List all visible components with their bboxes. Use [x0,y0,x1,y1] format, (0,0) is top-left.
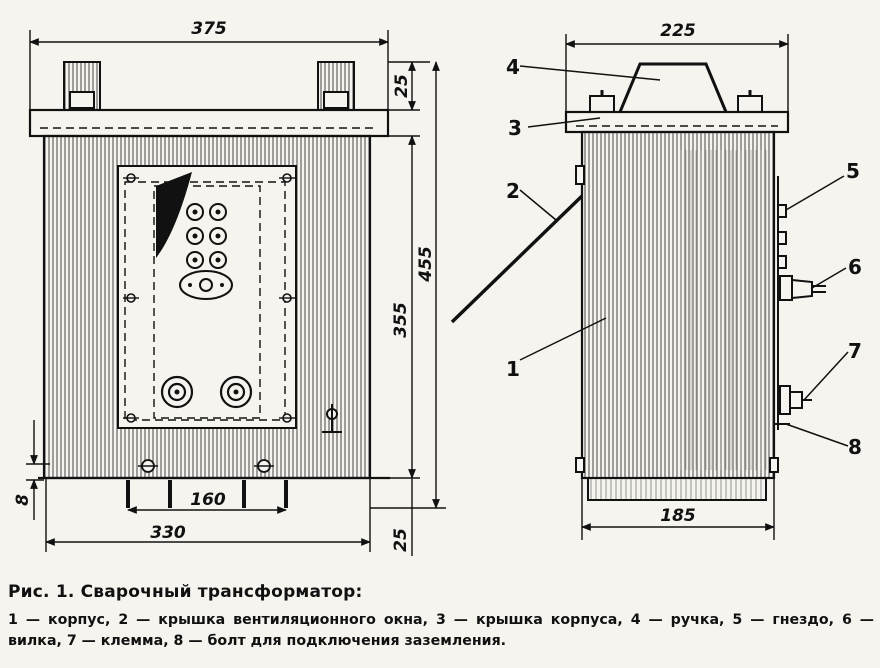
front-view [28,61,390,508]
vent-cover [450,194,584,324]
dim-body-height: 355 [391,302,411,338]
dim-front-height: 455 [416,246,436,283]
front-legs [126,480,288,508]
side-clamp [779,385,812,415]
leader-lines [519,65,849,447]
side-view [450,62,826,501]
dim-bottom-gap: 25 [391,528,411,552]
transformer-drawing: 375 25 455 355 25 8 160 330 225 185 4 3 … [13,19,862,556]
side-plug [779,275,826,301]
dim-front-width: 375 [191,19,227,39]
side-dimensions [565,34,789,540]
switch-plate [179,270,233,300]
dim-leg-span: 160 [190,490,226,510]
panel-dark-wedge [156,172,192,258]
dim-top-plate: 25 [392,74,412,98]
callout-7: 7 [848,339,862,363]
callout-1: 1 [506,357,520,381]
dim-side-width: 225 [660,21,696,41]
callout-5: 5 [846,159,860,183]
callout-3: 3 [508,116,522,140]
front-top-plate [28,108,390,138]
caption-legend: 1 — корпус, 2 — крышка вентиляционного о… [8,612,874,649]
side-top-plate [564,110,790,134]
caption-title: Рис. 1. Сварочный трансформатор: [8,582,363,602]
front-dimensions [26,30,446,556]
callout-6: 6 [848,255,862,279]
ground-symbol [322,404,342,433]
side-base [587,477,767,501]
callout-8: 8 [848,435,862,459]
callout-4: 4 [506,55,520,79]
side-handle [618,62,728,113]
callout-2: 2 [506,179,520,203]
figure-caption: Рис. 1. Сварочный трансформатор: 1 — кор… [8,582,874,652]
dim-base-width: 330 [150,523,186,543]
dim-side-base: 185 [660,506,696,526]
dim-foot: 8 [13,494,33,506]
